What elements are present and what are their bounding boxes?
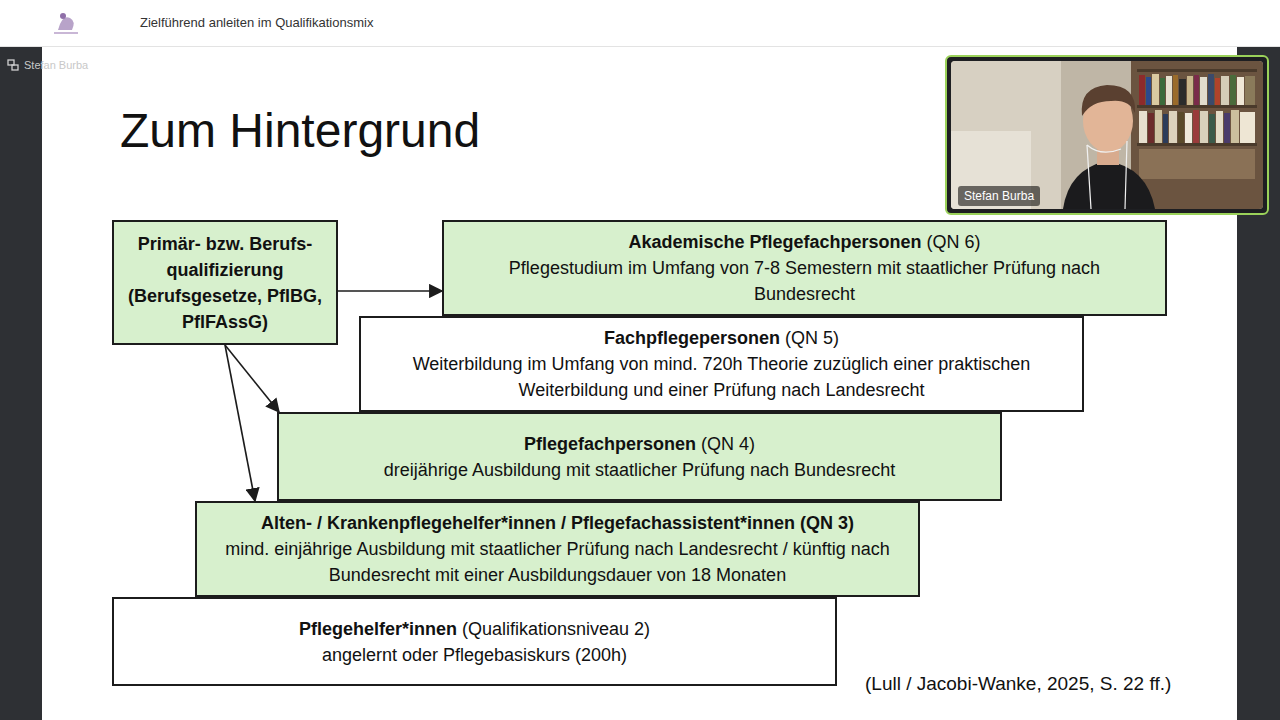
level-code: (QN 5) (785, 328, 839, 348)
level-description: dreijährige Ausbildung mit staatlicher P… (384, 457, 895, 483)
level-description: mind. einjährige Ausbildung mit staatlic… (209, 536, 906, 588)
presenter-icon (7, 59, 19, 71)
arrow-connector (225, 345, 279, 412)
level-code: (QN 3) (800, 513, 854, 533)
box-heading: Alten- / Krankenpflegehelfer*innen / Pfl… (261, 510, 854, 536)
level-box: Pflegefachpersonen(QN 4)dreijährige Ausb… (277, 412, 1002, 501)
level-name: Akademische Pflegefachpersonen (628, 232, 921, 252)
level-name: Pflegefachpersonen (524, 434, 696, 454)
box-heading: Akademische Pflegefachpersonen (QN 6) (628, 229, 980, 255)
slide-title: Zum Hintergrund (120, 102, 480, 160)
level-box: Pflegehelfer*innen(Qualifikationsniveau … (112, 597, 837, 686)
level-box: Alten- / Krankenpflegehelfer*innen / Pfl… (195, 501, 920, 597)
level-description: Weiterbildung im Umfang von mind. 720h T… (373, 351, 1070, 403)
presenter-name: Stefan Burba (24, 58, 88, 72)
level-code: (QN 6) (927, 232, 981, 252)
speaker-name: Stefan Burba (958, 186, 1040, 206)
course-title: Zielführend anleiten im Qualifikationsmi… (140, 14, 373, 32)
box-heading: Pflegefachpersonen(QN 4) (524, 431, 755, 457)
level-box: Fachpflegepersonen(QN 5)Weiterbildung im… (359, 316, 1084, 412)
logo (50, 8, 82, 38)
box-heading: Fachpflegepersonen(QN 5) (604, 325, 839, 351)
level-name: Alten- / Krankenpflegehelfer*innen / Pfl… (261, 513, 795, 533)
level-name: Pflegehelfer*innen (299, 619, 457, 639)
level-name: Fachpflegepersonen (604, 328, 780, 348)
origin-box: Primär- bzw. Berufs- qualifizierung (Ber… (112, 220, 338, 345)
arrow-connector (225, 345, 255, 501)
level-code: (QN 4) (701, 434, 755, 454)
source-citation: (Lull / Jacobi-Wanke, 2025, S. 22 ff.) (865, 672, 1171, 696)
arrow-connector (338, 290, 442, 292)
level-code: (Qualifikationsniveau 2) (462, 619, 650, 639)
box-text: Primär- bzw. Berufs- qualifizierung (Ber… (126, 231, 324, 335)
level-box: Akademische Pflegefachpersonen (QN 6) Pfle… (442, 220, 1167, 316)
level-description: angelernt oder Pflegebasiskurs (200h) (322, 642, 627, 668)
box-heading: Pflegehelfer*innen(Qualifikationsniveau … (299, 616, 650, 642)
level-description: Pflegestudium im Umfang von 7-8 Semester… (456, 255, 1153, 307)
